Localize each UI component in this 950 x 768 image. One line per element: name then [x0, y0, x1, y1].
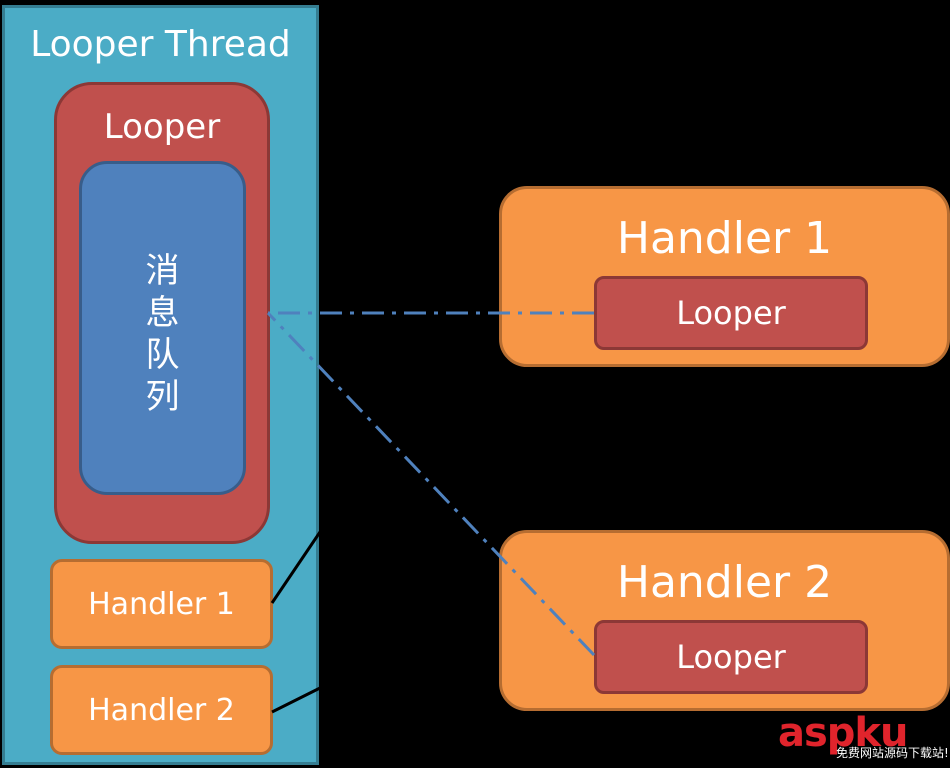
thread-handler-2-label: Handler 2 [88, 692, 235, 728]
external-handler-1-looper-label: Looper [676, 294, 786, 332]
message-queue-box: 消息队列 [79, 161, 246, 495]
thread-handler-1: Handler 1 [50, 559, 273, 649]
external-handler-2-looper: Looper [594, 620, 868, 694]
looper-2-to-queue-connector [266, 311, 596, 657]
handler-1-to-handler-1-connector [270, 531, 322, 604]
thread-handler-2: Handler 2 [50, 665, 273, 755]
external-handler-2: Handler 2 Looper [499, 530, 950, 711]
external-handler-2-title: Handler 2 [616, 557, 833, 608]
message-queue-label: 消息队列 [145, 251, 180, 417]
external-handler-1: Handler 1 Looper [499, 186, 950, 367]
watermark-logo: aspku [778, 710, 909, 756]
thread-handler-1-label: Handler 1 [88, 586, 235, 622]
looper-thread-title: Looper Thread [30, 24, 291, 65]
external-handler-2-looper-label: Looper [676, 638, 786, 676]
external-handler-1-looper: Looper [594, 276, 868, 350]
watermark-subtitle: 免费网站源码下载站! [836, 746, 949, 760]
handler-2-to-handler-2-connector [271, 686, 321, 714]
external-handler-1-title: Handler 1 [616, 213, 833, 264]
looper-title: Looper [103, 107, 221, 147]
